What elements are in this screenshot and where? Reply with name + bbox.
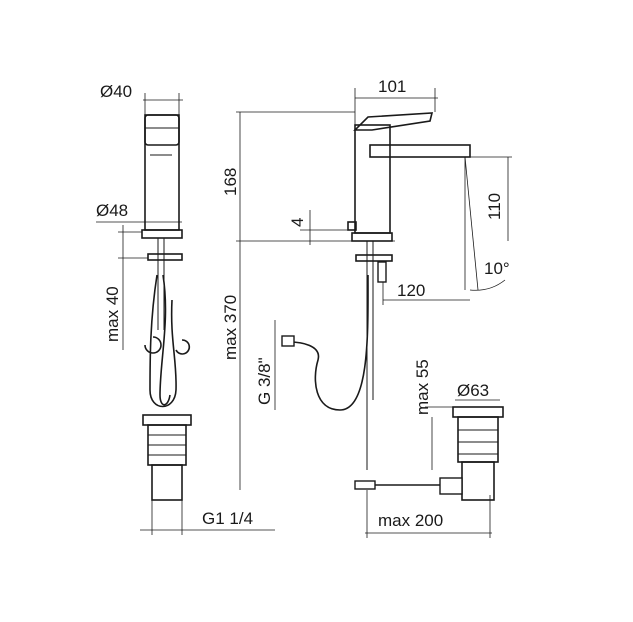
side-base-diameter-label: Ø48 bbox=[96, 201, 128, 220]
spout-reach-label: 120 bbox=[397, 281, 425, 300]
drain-diameter-label: Ø63 bbox=[457, 381, 489, 400]
faucet-body-side bbox=[144, 114, 180, 231]
drain-thread-label: G1 1/4 bbox=[202, 509, 253, 528]
side-max-thickness-label: max 40 bbox=[103, 286, 122, 342]
front-view: 101 168 4 max 370 G 3/8" 110 10° 120 max… bbox=[221, 77, 512, 538]
max-rod-length-label: max 200 bbox=[378, 511, 443, 530]
hose-side bbox=[149, 274, 177, 408]
side-view: Ø40 Ø48 max 40 G1 1/4 bbox=[96, 82, 275, 535]
hose-thread-label: G 3/8" bbox=[255, 357, 274, 405]
drain-front bbox=[457, 416, 499, 463]
hose-front bbox=[289, 274, 369, 411]
base-offset-label: 4 bbox=[288, 218, 307, 227]
lever-handle bbox=[353, 112, 434, 131]
body-height-label: 168 bbox=[221, 168, 240, 196]
spout-height-label: 110 bbox=[485, 193, 504, 220]
spout bbox=[369, 144, 471, 158]
side-top-diameter-label: Ø40 bbox=[100, 82, 132, 101]
max-drain-depth-label: max 55 bbox=[413, 359, 432, 415]
base-flange-side bbox=[141, 229, 183, 239]
max-hose-length-label: max 370 bbox=[221, 295, 240, 360]
faucet-body-front bbox=[354, 124, 391, 234]
lever-length-label: 101 bbox=[378, 77, 406, 96]
spray-angle-label: 10° bbox=[484, 259, 510, 278]
